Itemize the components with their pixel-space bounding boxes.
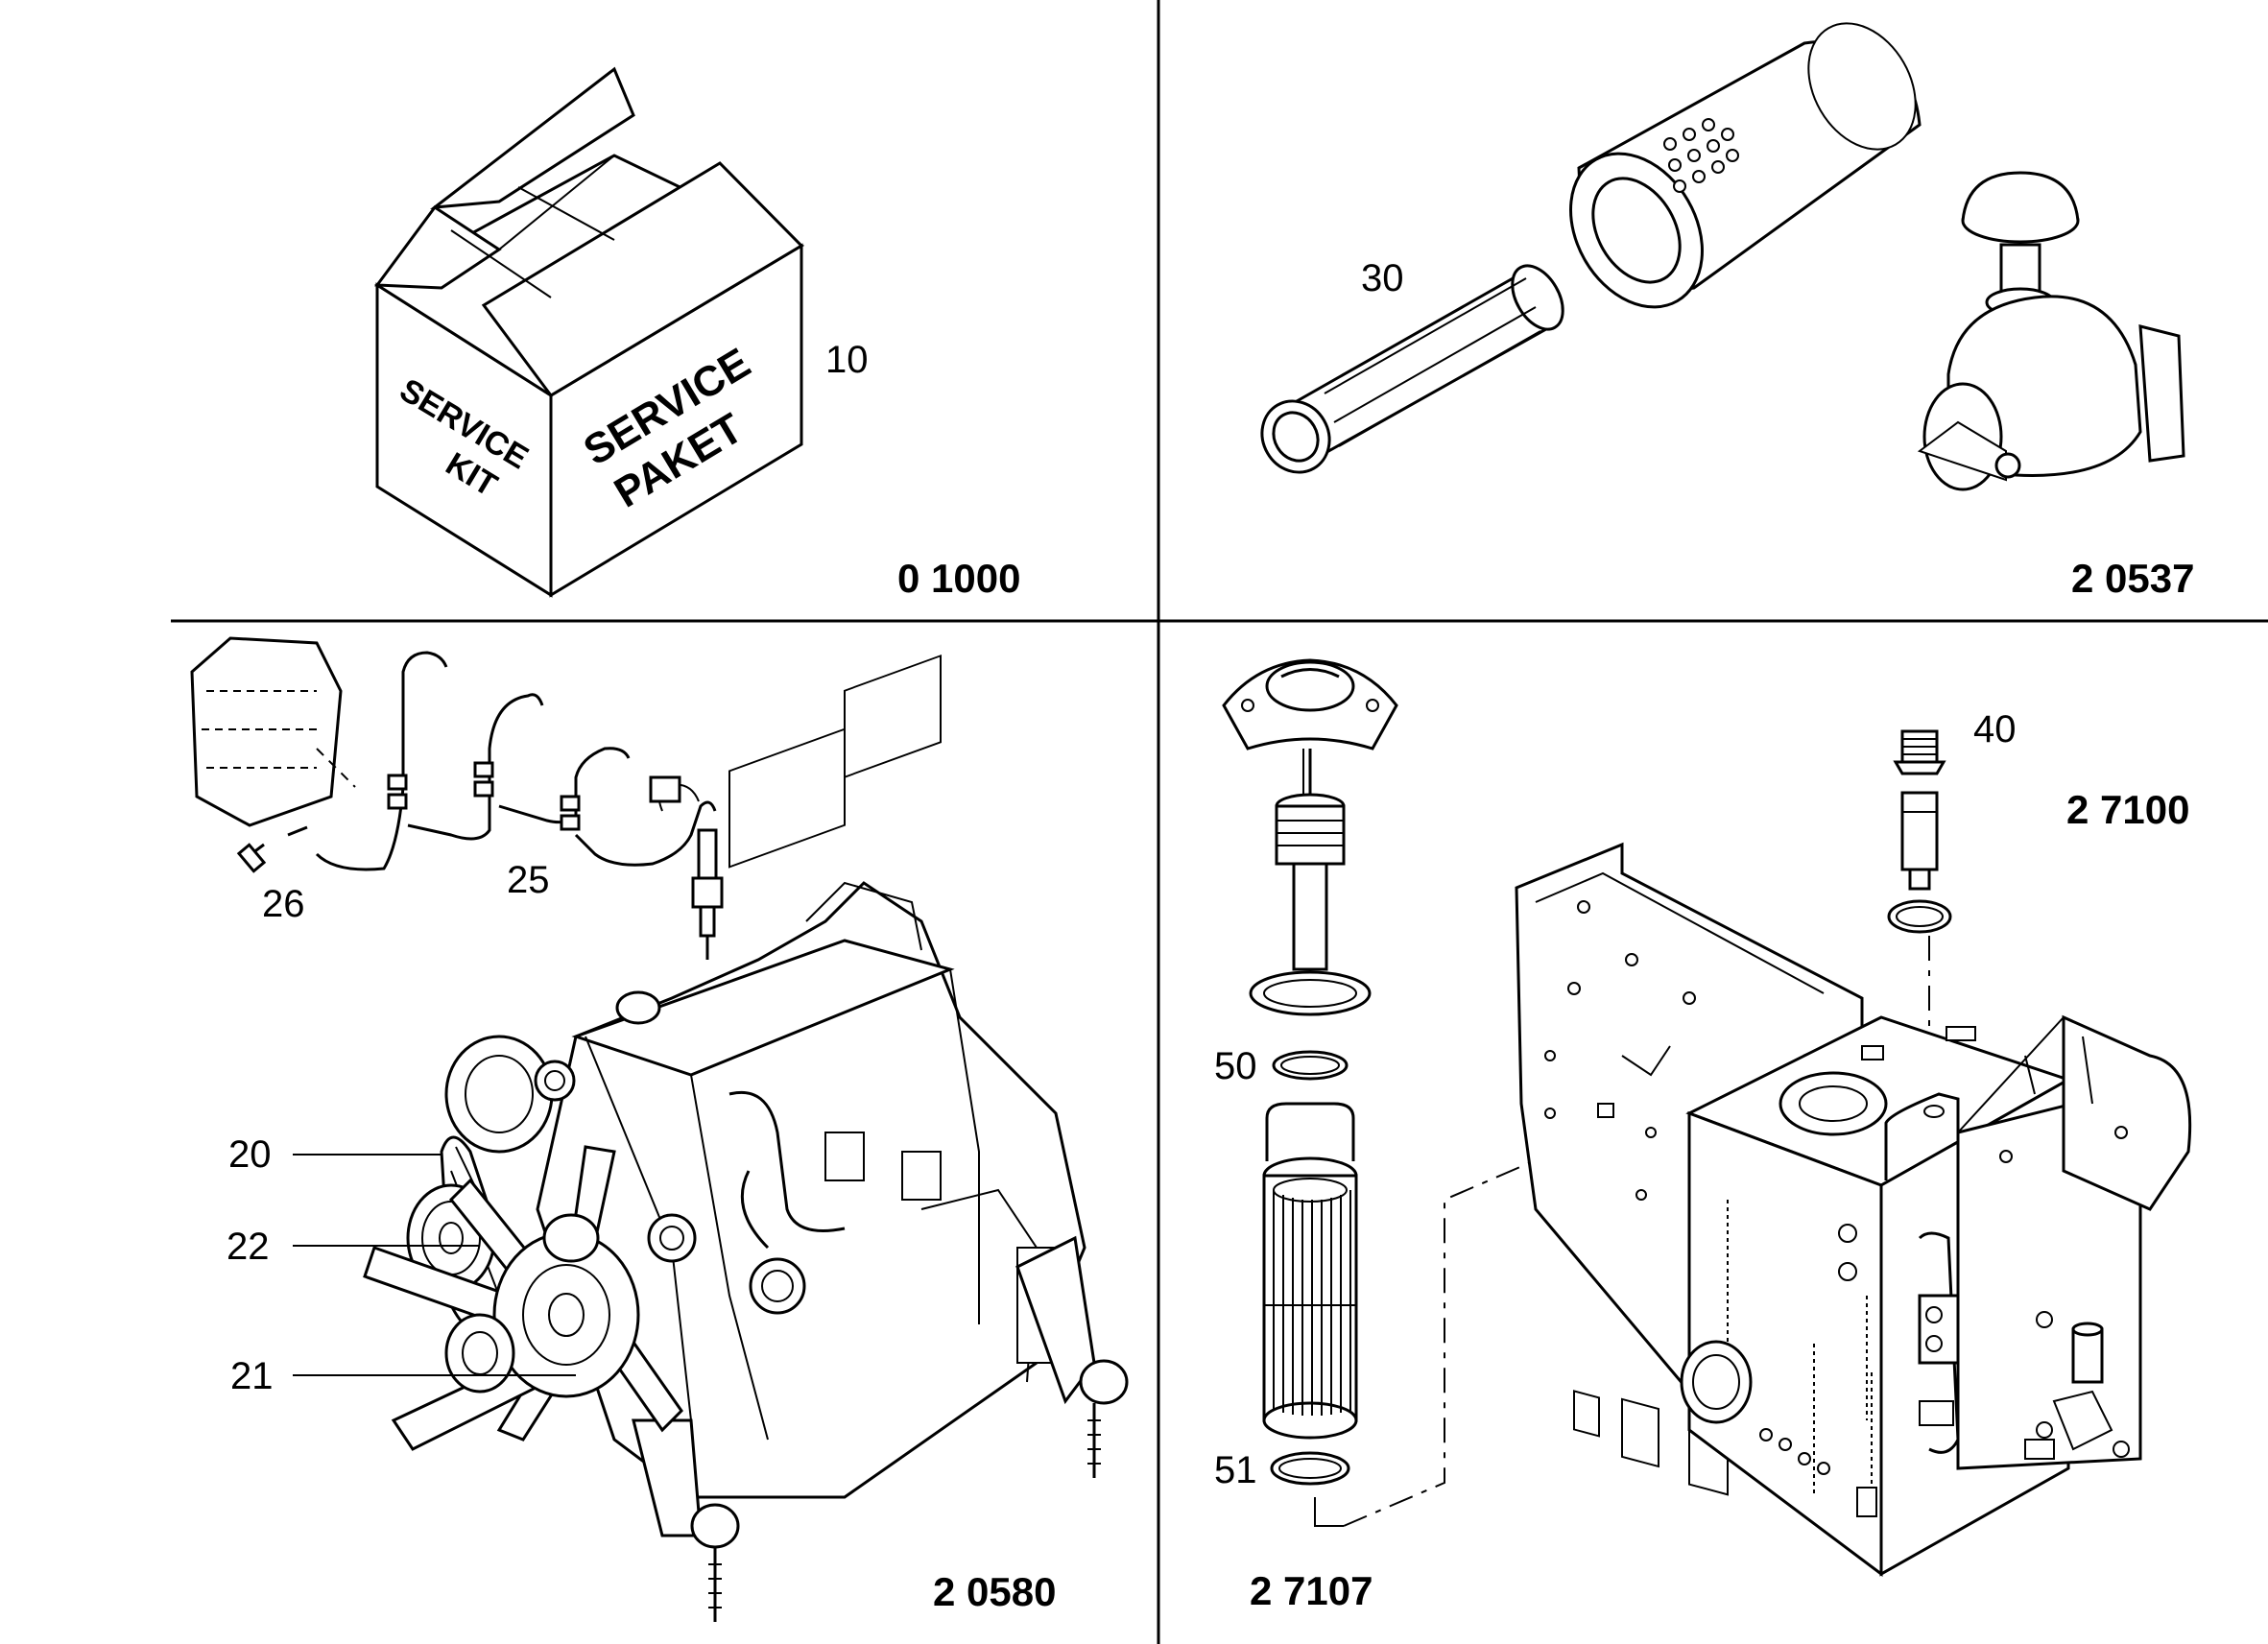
fuel-lines xyxy=(236,651,724,960)
filler-cap-plate xyxy=(1222,658,1398,797)
engine-block xyxy=(536,654,1086,1499)
service-kit-box: SERVICE KIT SERVICE PAKET xyxy=(374,66,805,598)
strainer-basket xyxy=(1262,1102,1358,1440)
part-group-code-2-0580: 2 0580 xyxy=(933,1569,1056,1614)
callout-20: 20 xyxy=(228,1133,272,1176)
callout-21: 21 xyxy=(230,1355,274,1397)
frame-tank-assembly xyxy=(1515,842,2192,1577)
leader-51 xyxy=(1314,1497,1344,1527)
fuel-pump-block xyxy=(190,636,356,827)
engine-mount-right xyxy=(1015,1235,1129,1478)
callout-50: 50 xyxy=(1214,1045,1257,1087)
o-ring-51 xyxy=(1270,1451,1350,1486)
callout-40: 40 xyxy=(1973,708,2017,751)
callout-22: 22 xyxy=(227,1226,270,1268)
part-group-code-0-1000: 0 1000 xyxy=(897,556,1020,601)
callout-10: 10 xyxy=(825,339,869,381)
o-ring-50 xyxy=(1272,1050,1349,1081)
injector xyxy=(691,828,724,960)
callout-25: 25 xyxy=(507,859,550,901)
adapter-fitting xyxy=(1900,791,1939,891)
air-filter-housing xyxy=(1569,22,1922,309)
drain-plug-40 xyxy=(1893,729,1946,775)
air-cleaner-assembly xyxy=(1917,171,2185,491)
air-filter-inner-element xyxy=(1260,264,1564,474)
cooling-fan xyxy=(363,1145,683,1451)
part-group-code-2-0537: 2 0537 xyxy=(2071,556,2194,601)
callout-26: 26 xyxy=(262,883,305,925)
o-ring-40 xyxy=(1887,899,1952,934)
callout-51: 51 xyxy=(1214,1449,1257,1491)
callout-30: 30 xyxy=(1361,257,1404,299)
part-group-code-2-7100: 2 7100 xyxy=(2066,787,2189,832)
filler-neck xyxy=(1249,793,1372,1016)
part-group-code-2-7107: 2 7107 xyxy=(1250,1568,1373,1613)
alternator xyxy=(444,1035,576,1154)
